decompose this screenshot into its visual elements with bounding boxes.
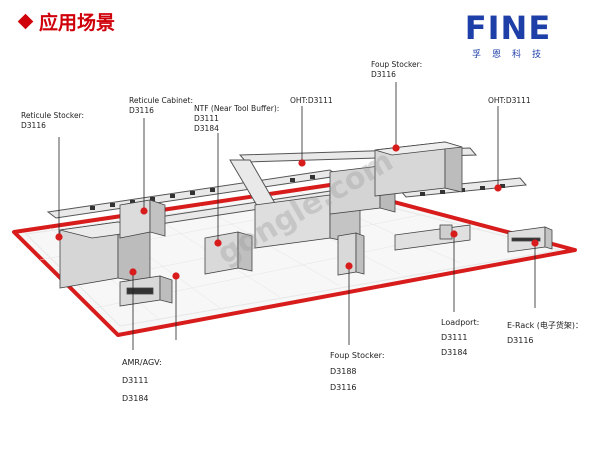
leader-lines (58, 82, 536, 350)
ntf-unit (204, 231, 253, 275)
label-foup-stocker-bottom: Foup Stocker: D3188 D3116 (330, 351, 385, 392)
company-logo: FINE 孚恩科技 (464, 12, 552, 60)
foup-stocker-top-unit (374, 141, 463, 197)
amr-agv-unit (119, 275, 173, 307)
label-foup-stocker-top: Foup Stocker: D3116 (371, 60, 423, 79)
page-title: 应用场景 (17, 8, 116, 35)
label-loadport: Loadport: D3111 D3184 (441, 318, 480, 357)
label-oht-left: OHT:D3111 (290, 96, 333, 105)
page-title-text: 应用场景 (39, 12, 116, 34)
rail-tiles (90, 175, 505, 210)
marker-dot-icon (55, 144, 539, 280)
label-oht-right: OHT:D3111 (488, 96, 531, 105)
logo-wordmark: FINE (464, 9, 552, 47)
label-amr-agv: AMR/AGV: D3111 D3184 (122, 358, 162, 403)
loadport-unit (394, 224, 471, 251)
label-erack: E-Rack (电子货架)： D3116 (507, 321, 584, 345)
logo-subtitle: 孚恩科技 (471, 50, 552, 60)
label-reticule-cabinet: Reticule Cabinet: D3116 (129, 96, 193, 115)
label-ntf: NTF (Near Tool Buffer): D3111 D3184 (194, 104, 280, 133)
reticule-cabinet-unit (119, 199, 166, 239)
label-reticule-stocker: Reticule Stocker: D3116 (21, 111, 85, 130)
